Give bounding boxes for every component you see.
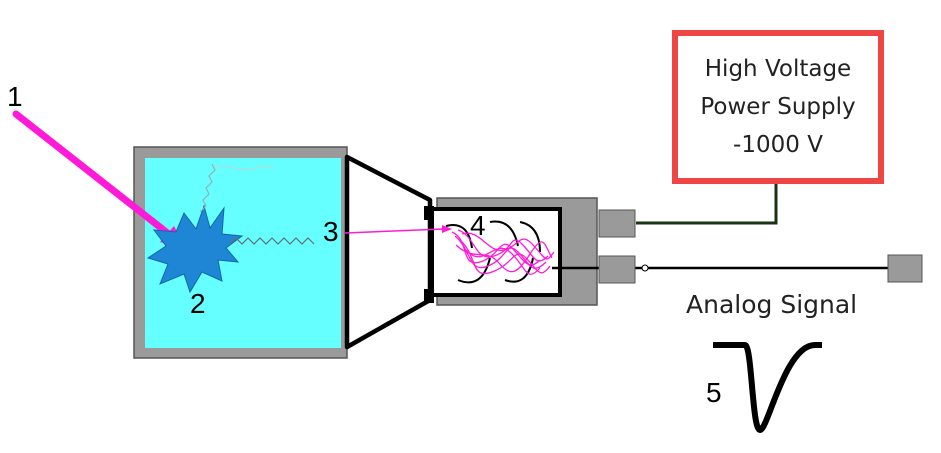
label-4: 4 [470, 210, 486, 241]
label-3: 3 [323, 216, 339, 247]
power-supply-line-1: High Voltage [704, 56, 852, 82]
dynode-1 [445, 224, 473, 249]
dynode-3 [489, 220, 519, 247]
gamma-ray-arrow [12, 110, 174, 239]
photocathode-plate-top [424, 206, 434, 220]
scintillation-flash-icon [146, 204, 244, 294]
dynode-5 [519, 221, 541, 253]
signal-connector [598, 255, 636, 284]
output-terminal [887, 254, 923, 283]
label-2: 2 [190, 288, 206, 319]
photoelectron-arrowhead [442, 225, 452, 233]
photon-wave-horizontal [229, 237, 315, 245]
pmt-tube-outline [344, 154, 433, 350]
dynode-2 [457, 257, 491, 284]
dynode-4 [504, 257, 534, 283]
photocathode-plate-bottom [424, 289, 434, 303]
hv-connector [598, 209, 636, 238]
high-voltage-power-supply: High Voltage Power Supply -1000 V [672, 30, 884, 184]
label-1: 1 [7, 81, 23, 112]
signal-wire-junction [641, 264, 649, 272]
hv-cable [636, 184, 778, 225]
analog-pulse-waveform [713, 342, 822, 433]
analog-signal-title: Analog Signal [686, 290, 858, 319]
photon-wave-faint [214, 165, 276, 171]
power-supply-line-2: Power Supply [700, 94, 856, 120]
photoelectron-arrow [344, 228, 445, 234]
electron-cascade [451, 229, 555, 275]
power-supply-voltage: -1000 V [733, 132, 823, 158]
label-5: 5 [706, 377, 722, 408]
photon-wave-diagonal [199, 163, 216, 213]
